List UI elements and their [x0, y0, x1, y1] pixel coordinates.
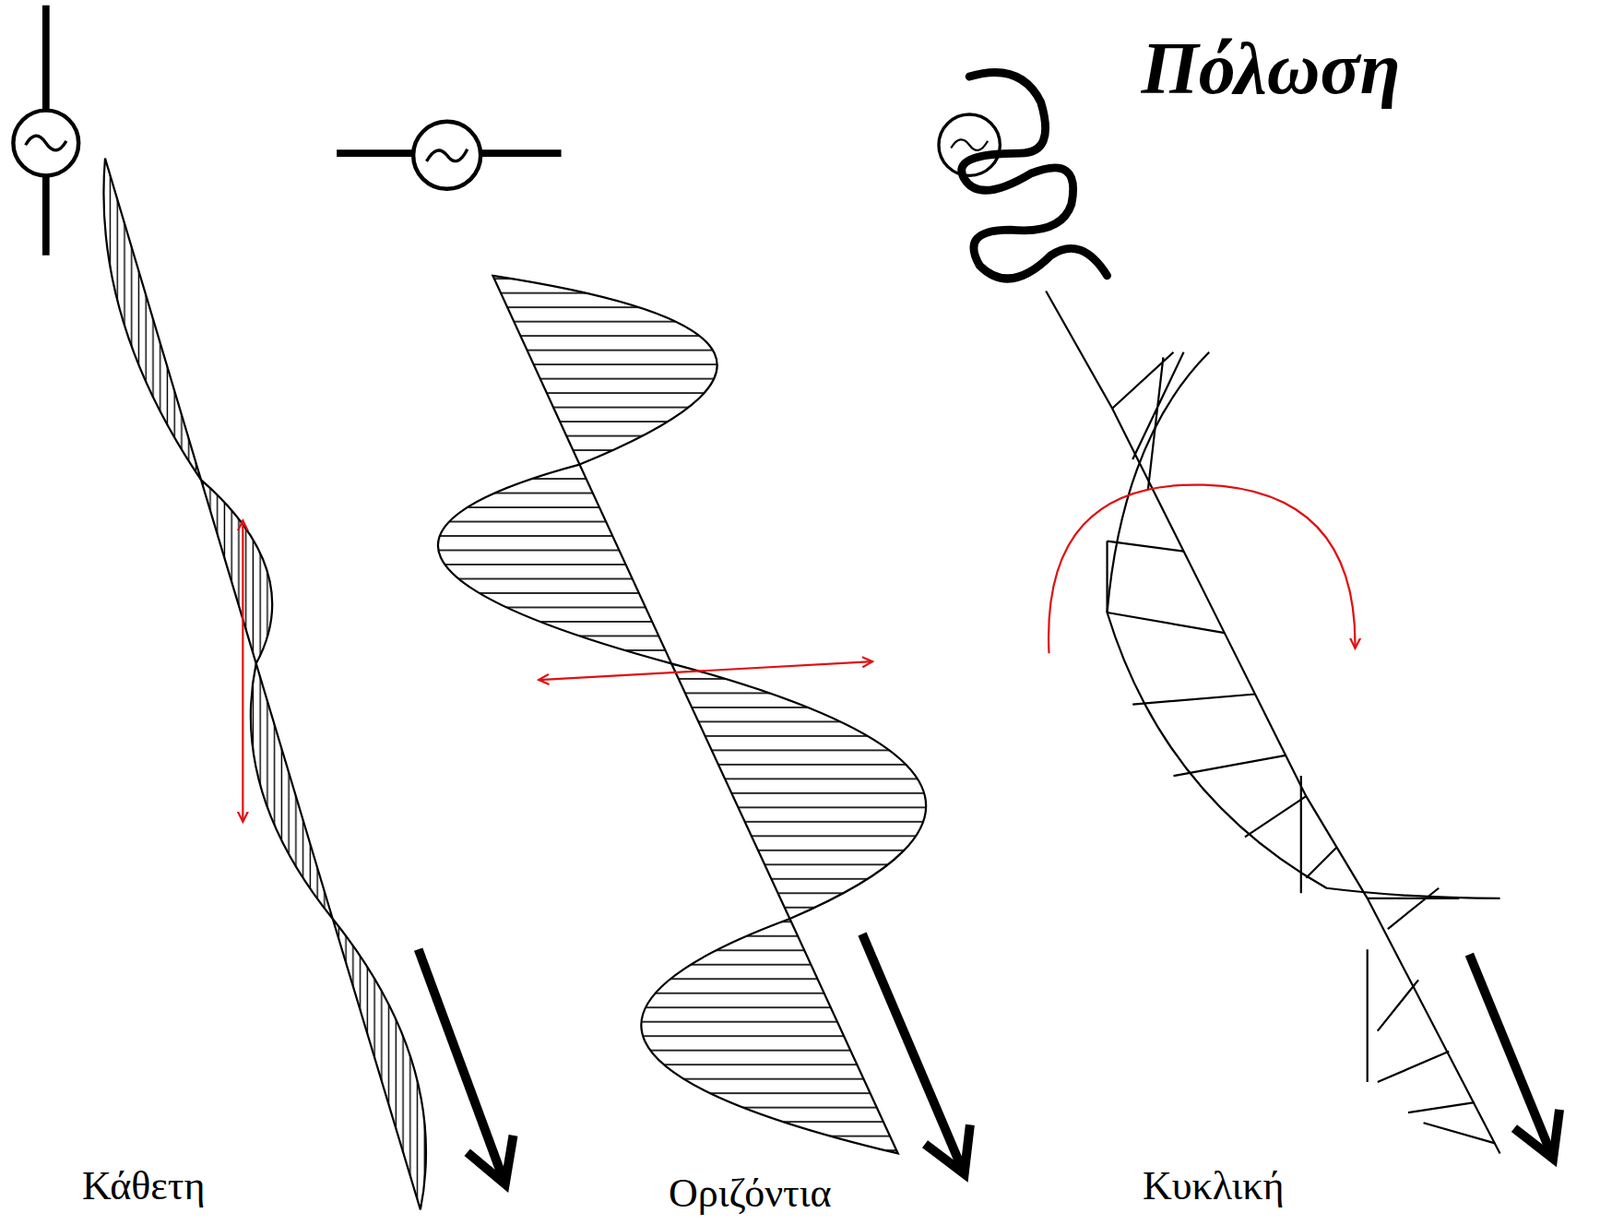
circular-wave	[1045, 290, 1500, 1153]
helical-antenna	[938, 72, 1108, 279]
propagation-arrows	[418, 934, 1553, 1185]
polarization-label: Κάθετη	[82, 1163, 205, 1209]
horizontal-antenna	[336, 121, 561, 190]
horizontal-wave	[438, 275, 926, 1154]
title: Πόλωση	[1140, 27, 1400, 109]
vertical-wave	[103, 158, 427, 1210]
rotation-arrow	[1048, 485, 1355, 654]
polarization-label: Κυκλική	[1142, 1163, 1285, 1209]
horizontal-field-arrow	[538, 661, 873, 680]
vertical-field-arrow	[241, 520, 244, 821]
polarization-label: Οριζόντια	[668, 1171, 832, 1216]
vertical-antenna	[12, 5, 79, 256]
